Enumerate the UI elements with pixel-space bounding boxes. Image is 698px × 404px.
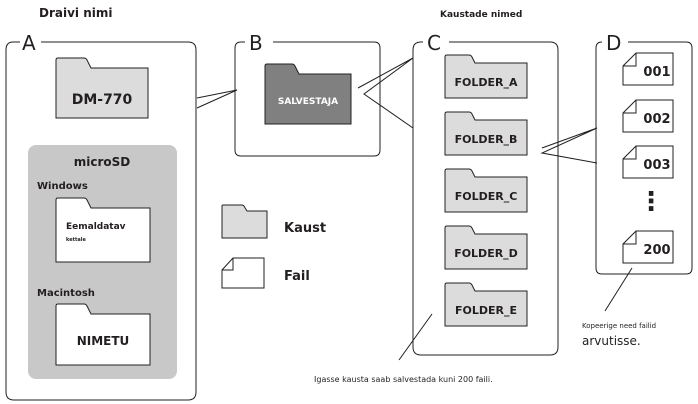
section-a-frame <box>5 41 197 401</box>
legend-folder-label: Kaust <box>284 221 326 236</box>
file-name: 003 <box>643 158 670 173</box>
file-list: 001 002 003 200 <box>622 52 674 264</box>
file-icon-fold <box>623 146 637 160</box>
folder-icon <box>444 168 528 213</box>
folder-icon <box>444 282 528 327</box>
folder-name: FOLDER_B <box>455 133 518 146</box>
copy-files-note-line1: Kopeerige need failid <box>582 322 656 330</box>
windows-drive-folder-icon <box>55 197 151 263</box>
section-b: B SALVESTAJA <box>234 31 381 157</box>
callout-b-to-c <box>357 57 414 129</box>
section-d-label: D <box>606 31 621 55</box>
section-d-frame <box>595 41 693 275</box>
folder-names-heading: Kaustade nimed <box>440 10 522 20</box>
more-files-ellipsis: ⋮ <box>638 187 664 217</box>
mac-drive-name: NIMETU <box>77 334 130 348</box>
file-item: 003 <box>622 145 674 179</box>
recorder-folder-name: SALVESTAJA <box>278 97 338 107</box>
folder-item: FOLDER_A <box>444 54 528 99</box>
file-name: 200 <box>643 243 670 258</box>
drive-name: DM-770 <box>72 92 133 108</box>
section-c-frame <box>412 41 559 356</box>
file-name: 001 <box>643 65 670 80</box>
callout-a-to-b <box>196 89 238 109</box>
folder-icon <box>444 225 528 270</box>
folder-list: FOLDER_A FOLDER_B FOLDER_C FOLDER_D FOLDER_E <box>444 54 528 327</box>
section-b-frame <box>234 41 381 157</box>
folder-name: FOLDER_E <box>455 304 517 317</box>
folder-icon <box>444 54 528 99</box>
file-item: 002 <box>622 99 674 133</box>
copy-files-note-line2: arvutisse. <box>582 334 641 348</box>
mac-drive-folder-icon <box>55 303 151 366</box>
legend-folder-icon <box>221 204 268 239</box>
windows-label: Windows <box>37 181 88 192</box>
folder-capacity-note: Igasse kausta saab salvestada kuni 200 f… <box>314 375 493 384</box>
legend-file-label: Fail <box>284 269 310 284</box>
callout-c-to-d <box>540 127 598 164</box>
file-icon-fold <box>623 100 637 114</box>
file-icon-fold <box>623 53 637 67</box>
section-d: D 001 002 003 200 ⋮ <box>595 31 693 275</box>
folder-name: FOLDER_A <box>454 76 517 89</box>
folder-name: FOLDER_C <box>455 190 518 203</box>
folder-name: FOLDER_D <box>454 247 518 260</box>
section-a: A DM-770 microSD Windows Eemaldatav kett… <box>5 31 197 401</box>
section-c: C FOLDER_AFOLDER_BFOLDER_CFOLDER_DFOLDER… <box>412 31 559 356</box>
legend-file-icon <box>221 257 265 289</box>
file-item: 200 <box>622 230 674 264</box>
macintosh-label: Macintosh <box>37 288 95 299</box>
section-c-label: C <box>427 31 441 55</box>
folder-item: FOLDER_B <box>444 111 528 156</box>
copy-files-leader <box>604 267 633 312</box>
microsd-title: microSD <box>74 155 131 169</box>
folder-icon <box>444 111 528 156</box>
file-icon-fold <box>623 231 637 245</box>
folder-capacity-leader <box>398 313 433 361</box>
recorder-folder-icon <box>264 63 352 125</box>
drive-folder-icon <box>55 57 149 119</box>
folder-item: FOLDER_C <box>444 168 528 213</box>
section-b-label: B <box>249 31 263 55</box>
file-item: 001 <box>622 52 674 86</box>
folder-item: FOLDER_D <box>444 225 528 270</box>
folder-item: FOLDER_E <box>444 282 528 327</box>
windows-drive-name-suffix: kettale <box>66 237 86 243</box>
drive-name-heading: Draivi nimi <box>39 6 112 20</box>
section-a-label: A <box>22 31 36 55</box>
windows-drive-name: Eemaldatav <box>66 222 126 232</box>
file-name: 002 <box>643 112 670 127</box>
legend: Kaust Fail <box>221 204 326 289</box>
